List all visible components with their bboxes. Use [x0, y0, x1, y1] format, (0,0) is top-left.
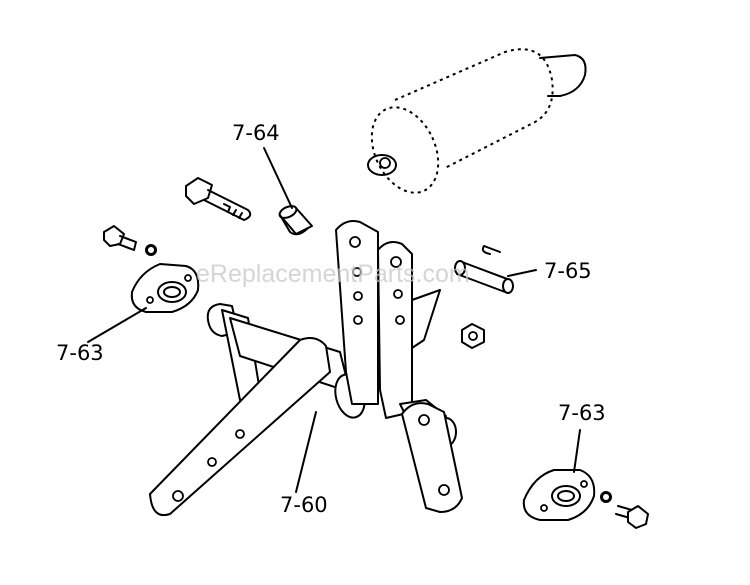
- phantom-roller: [367, 48, 587, 194]
- callout-7-63-left: 7-63: [56, 341, 104, 365]
- callout-7-63-right: 7-63: [558, 401, 606, 425]
- small-bolt-left: [103, 225, 157, 256]
- callout-7-60: 7-60: [280, 493, 328, 517]
- callout-7-65: 7-65: [544, 259, 592, 283]
- flange-bearing-right: [522, 469, 596, 521]
- spacer-sleeve: [278, 205, 313, 236]
- callout-7-64: 7-64: [232, 121, 280, 145]
- hex-nut: [461, 323, 485, 349]
- clevis-pin: [454, 245, 514, 294]
- leader-lines: [87, 147, 581, 493]
- watermark: eReplacementParts.com: [196, 260, 470, 288]
- main-shaft-assembly: [149, 220, 463, 516]
- small-bolt-right: [600, 491, 649, 529]
- flange-bearing-left: [130, 263, 200, 313]
- long-bolt: [185, 177, 252, 221]
